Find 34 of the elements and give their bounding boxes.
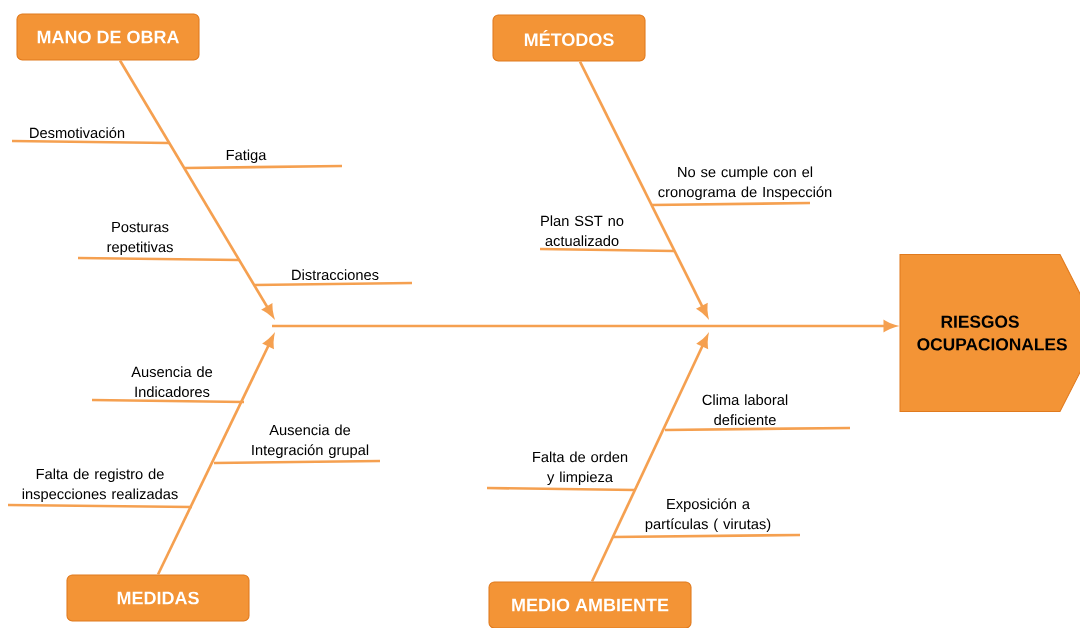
bone-arrow [156, 335, 275, 576]
cause-label: Desmotivación [30, 127, 125, 139]
bone-arrow [578, 60, 709, 317]
cause-label: Falta de orden y limpieza [533, 451, 628, 486]
branch-line [254, 281, 413, 287]
bone-arrow [118, 59, 274, 318]
cause-label: Plan SST no actualizado [541, 215, 624, 247]
branch-line [78, 256, 239, 262]
bone-arrow [590, 335, 709, 583]
branch-line [612, 533, 801, 539]
branch-line [651, 201, 811, 207]
category-box: MANO DE OBRA [16, 13, 200, 61]
category-box: MEDIDAS [66, 574, 250, 622]
category-box: MÉTODOS [492, 14, 646, 62]
spine-arrow [272, 320, 896, 332]
branch-line [214, 459, 381, 465]
cause-label: Falta de registro de inspecciones realizadas [22, 468, 178, 503]
cause-label: Ausencia de Indicadores [131, 366, 213, 398]
branch-line [540, 247, 675, 253]
branch-line [665, 426, 851, 432]
cause-label: No se cumple con el cronograma de Inspección [658, 166, 832, 201]
cause-label: Ausencia de Integración grupal [252, 424, 369, 459]
branch-line [185, 164, 343, 170]
cause-label: Clima laboral deficiente [702, 394, 788, 426]
cause-label: Exposición a partículas ( virutas) [645, 498, 771, 533]
effect-box: RIESGOS OCUPACIONALES [899, 253, 1080, 413]
branch-line [92, 398, 245, 404]
branch-line [487, 486, 636, 492]
category-box: MEDIO AMBIENTE [488, 581, 692, 628]
cause-label: Distracciones [292, 269, 379, 281]
branch-line [12, 139, 169, 145]
cause-label: Posturas repetitivas [107, 221, 173, 256]
branch-line [8, 503, 193, 509]
cause-label: Fatiga [226, 149, 267, 164]
